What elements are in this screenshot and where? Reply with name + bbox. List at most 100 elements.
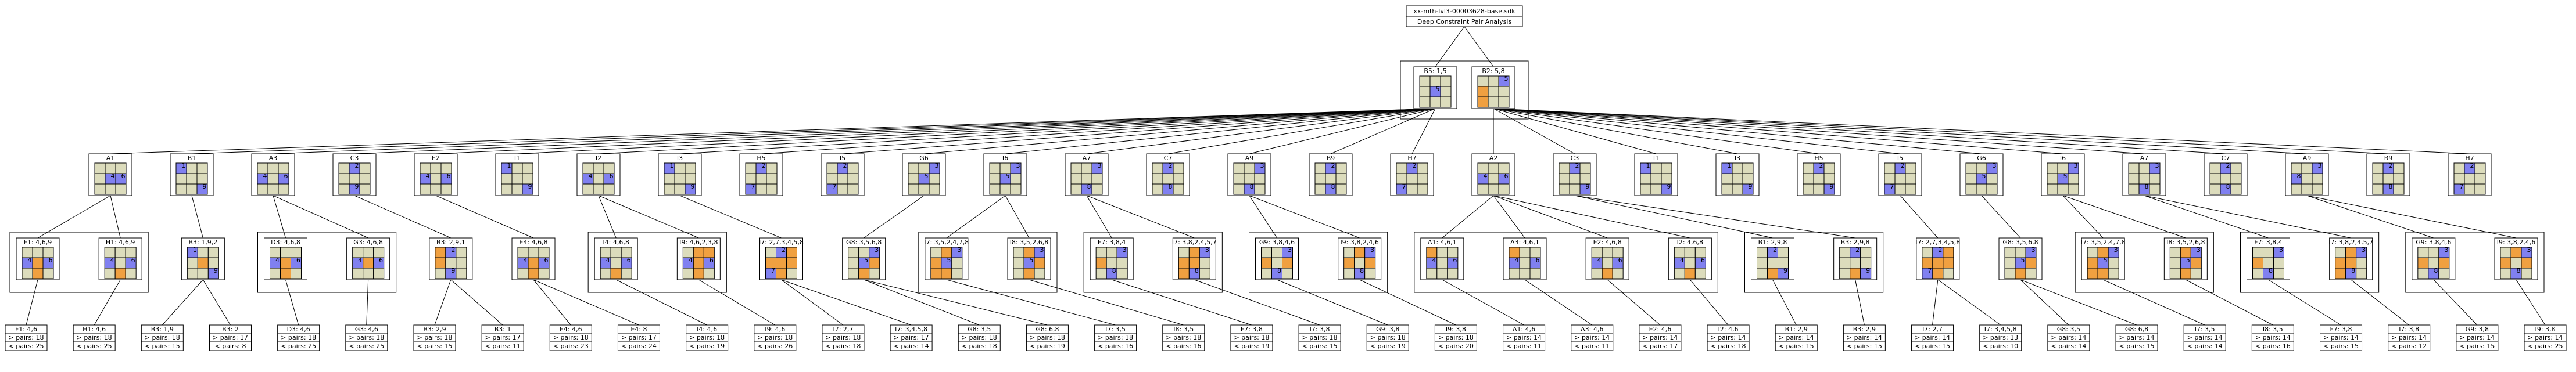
grid-cell xyxy=(2417,247,2429,258)
leaf-greater-pairs: > pairs: 14 xyxy=(2323,334,2359,341)
cell-digit: 4 xyxy=(426,172,430,180)
leaf-label: B3: 1,9 xyxy=(151,326,174,333)
grid-cell xyxy=(1173,183,1184,195)
grid-cell xyxy=(538,268,550,279)
cell-digit: 5 xyxy=(864,257,868,264)
leaf-fewer-pairs: < pairs: 18 xyxy=(825,342,861,350)
grid-cell xyxy=(1965,183,1977,195)
grid-cell xyxy=(2301,162,2313,174)
cell-digit: 7 xyxy=(2460,183,2464,190)
grid-node: B3: 2,9,829 xyxy=(1833,237,1878,280)
leaf-greater-pairs: > pairs: 14 xyxy=(1506,334,1542,341)
grid-cell xyxy=(2047,162,2058,174)
tree-edge xyxy=(2144,195,2269,239)
grid-cell xyxy=(682,268,694,279)
leaf-greater-pairs: > pairs: 18 xyxy=(145,334,180,341)
tree-edge xyxy=(1442,279,1524,326)
tree-edge xyxy=(1194,279,1320,326)
grid-node: G8: 3,5,6,835 xyxy=(1998,237,2043,280)
grid-cell xyxy=(1803,173,1814,185)
grid-cell xyxy=(1650,173,1662,185)
grid-cell xyxy=(593,173,604,185)
grid-cell xyxy=(1070,173,1082,185)
grid-cell xyxy=(685,162,696,174)
grid-cell xyxy=(1406,173,1418,185)
leaf-node: I7: 3,5> pairs: 14< pairs: 14 xyxy=(2183,324,2226,351)
grid-cell xyxy=(2097,268,2109,279)
grid-cell xyxy=(1010,173,1022,185)
grid-cell xyxy=(2209,162,2221,174)
leaf-label: I7: 3,5 xyxy=(2195,326,2215,333)
grid-cell xyxy=(1419,75,1431,87)
grid-cell xyxy=(1282,257,1293,269)
cell-digit: 2 xyxy=(782,246,786,254)
tree-edge xyxy=(615,279,707,326)
grid-cell xyxy=(1778,268,1789,279)
grid-cell xyxy=(196,183,208,195)
leaf-greater-pairs: > pairs: 14 xyxy=(2528,334,2563,341)
leaf-node: G9: 3,8> pairs: 18< pairs: 19 xyxy=(1366,324,1409,351)
grid-cell xyxy=(2335,268,2346,279)
grid-cell xyxy=(1757,257,1768,269)
diagram-source: xx-mth-lvl3-00003628-base.sdk xyxy=(1413,8,1515,15)
grid-cell xyxy=(2301,173,2313,185)
leaf-frame xyxy=(1503,324,1546,351)
grid-cell xyxy=(610,268,622,279)
grid-cell xyxy=(1010,183,1022,195)
grid-cell xyxy=(1436,257,1448,269)
cell-digit: 4 xyxy=(1597,257,1602,264)
tree-edge xyxy=(2144,195,2351,239)
node-label: I7: 3,8,2,4,5,7 xyxy=(2328,239,2373,246)
grid-cell xyxy=(1813,183,1825,195)
cell-digit: 4 xyxy=(28,257,32,264)
grid-cell xyxy=(1488,86,1499,97)
tree-edge xyxy=(1112,279,1252,326)
cell-digit: 4 xyxy=(689,257,693,264)
tree-edge xyxy=(191,108,1436,154)
grid-cell xyxy=(930,257,942,269)
grid-cell xyxy=(1498,96,1510,108)
grid-cell xyxy=(2169,247,2181,258)
leaf-fewer-pairs: < pairs: 15 xyxy=(1915,342,1950,350)
leaf-greater-pairs: > pairs: 14 xyxy=(2255,334,2291,341)
node-label: B1 xyxy=(188,154,196,162)
grid-cell xyxy=(674,162,686,174)
leaf-label: B3: 2,9 xyxy=(1853,326,1876,333)
tree-edge xyxy=(1435,26,1465,67)
grid-cell xyxy=(1905,162,1916,174)
grid-cell xyxy=(430,173,442,185)
grid-cell xyxy=(600,268,611,279)
cell-digit: 4 xyxy=(275,257,280,264)
leaf-label: F1: 4,6 xyxy=(15,326,37,333)
cell-digit: 8 xyxy=(2297,172,2301,180)
tree-edge xyxy=(781,279,844,326)
leaf-label: I7: 3,4,5,8 xyxy=(895,326,927,333)
grid-cell xyxy=(1498,86,1510,97)
grid-cell xyxy=(1417,173,1428,185)
leaf-fewer-pairs: < pairs: 18 xyxy=(962,342,997,350)
leaf-node: I7: 3,4,5,8> pairs: 13< pairs: 10 xyxy=(1979,324,2022,351)
node-label: A7 xyxy=(1083,154,1091,162)
grid-cell xyxy=(197,268,209,279)
grid-cell xyxy=(1612,268,1624,279)
grid-cell xyxy=(1282,268,1293,279)
node-label: H5 xyxy=(757,154,765,162)
grid-cell xyxy=(435,268,446,279)
cell-digit: 5 xyxy=(1006,172,1010,180)
node-label: A3: 4,6,1 xyxy=(1510,239,1539,246)
grid-cell xyxy=(1529,268,1541,279)
leaf-frame xyxy=(549,324,592,351)
grid-cell xyxy=(1757,247,1768,258)
leaf-node: G8: 3,5> pairs: 18< pairs: 18 xyxy=(958,324,1001,351)
tree-edge xyxy=(1086,108,1436,154)
node-label: A9 xyxy=(1245,154,1254,162)
grid-cell xyxy=(1152,162,1163,174)
grid-cell xyxy=(1684,268,1696,279)
cell-digit: 8 xyxy=(2389,183,2393,190)
grid-cell xyxy=(1199,257,1210,269)
grid-cell xyxy=(2252,247,2263,258)
